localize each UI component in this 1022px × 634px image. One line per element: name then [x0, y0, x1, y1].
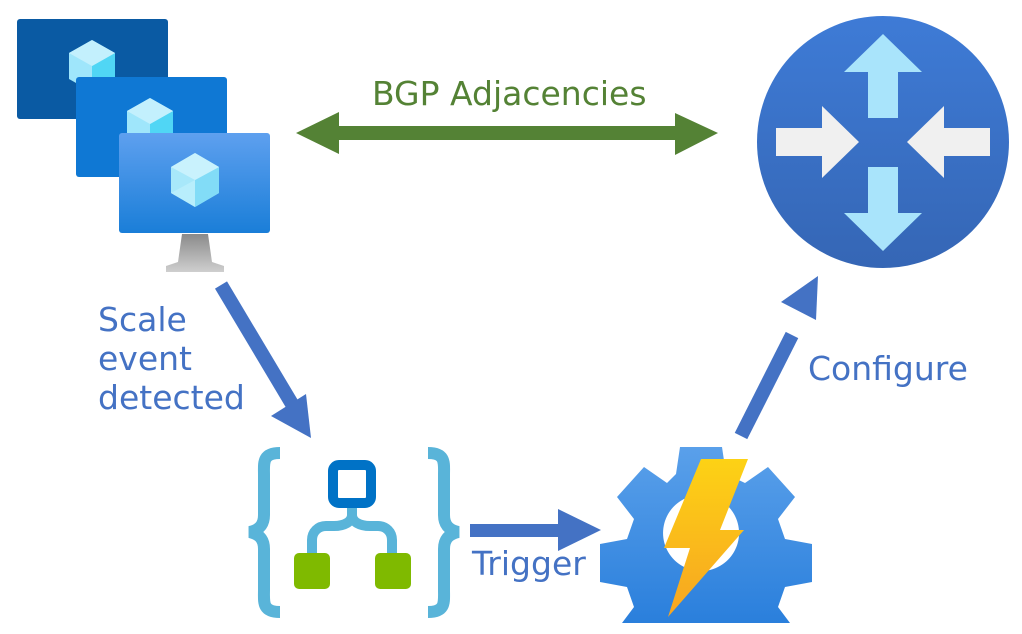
arrow-right-icon	[776, 106, 859, 178]
monitor-stand	[166, 234, 224, 272]
trigger-arrow	[470, 509, 601, 551]
router-icon	[757, 16, 1009, 268]
logic-app-icon	[248, 447, 460, 618]
trigger-node	[328, 460, 376, 508]
right-brace	[427, 447, 460, 618]
vm-scale-set-icon	[17, 19, 270, 272]
left-brace	[248, 447, 281, 618]
bgp-adjacencies-arrow	[296, 112, 718, 155]
scale-event-arrow	[214, 281, 311, 438]
trigger-label: Trigger	[472, 544, 586, 583]
arrow-down-icon	[844, 167, 922, 251]
action-node-left	[294, 553, 330, 589]
action-node-right	[375, 553, 411, 589]
connector	[307, 500, 397, 562]
function-app-icon	[600, 447, 812, 623]
configure-arrow	[734, 276, 818, 440]
bgp-adjacencies-label: BGP Adjacencies	[372, 74, 647, 113]
gear-icon	[600, 447, 812, 623]
scale-event-label: Scale event detected	[98, 300, 245, 417]
arrow-left-icon	[907, 106, 990, 178]
configure-label: Configure	[808, 349, 968, 388]
cube-icon	[171, 153, 219, 207]
lightning-bolt-icon	[664, 459, 748, 617]
arrow-up-icon	[844, 34, 922, 118]
